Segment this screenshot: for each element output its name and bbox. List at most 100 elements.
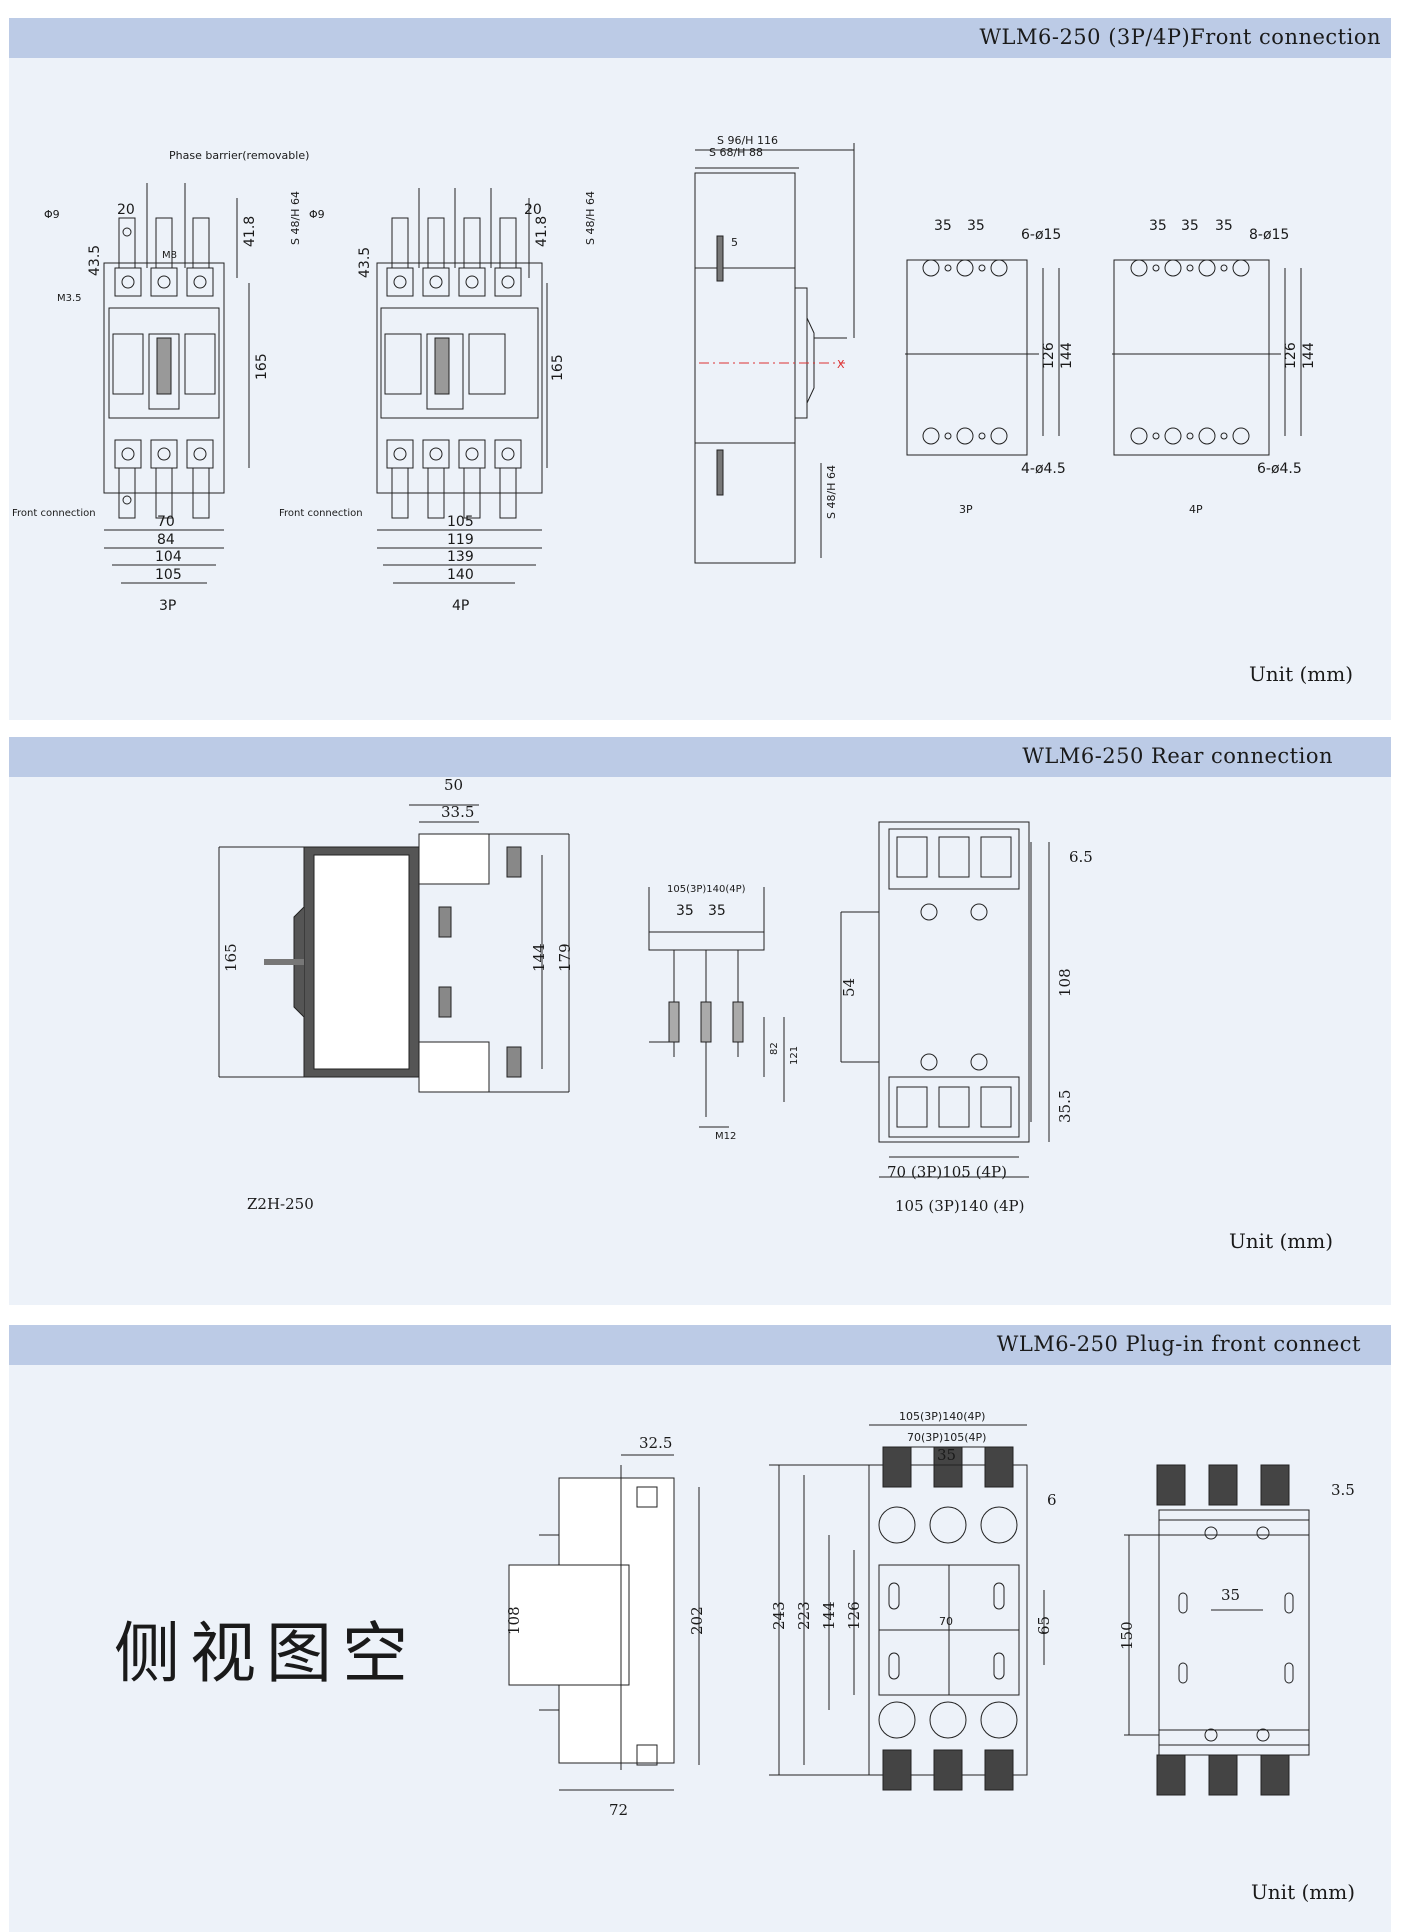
front-connection-drawing: Phase barrier(removable) Φ9 20 43.5 41.8… [12, 134, 1317, 614]
dim-phi9: Φ9 [44, 208, 60, 221]
hole-label-4p: 4P [1189, 503, 1203, 516]
dim-121: 121 [789, 1046, 800, 1065]
dim-84: 84 [157, 532, 175, 548]
dim-20-4p: 20 [524, 202, 542, 218]
dim-m8: M8 [162, 250, 177, 261]
dim-105-140-plug: 105(3P)140(4P) [899, 1410, 985, 1423]
dim-165-4p: 165 [550, 354, 566, 381]
label-3p: 3P [159, 598, 176, 614]
dim-35-plug: 35 [937, 1446, 956, 1464]
dim-223: 223 [795, 1601, 813, 1630]
plug-in-side-view [508, 1454, 700, 1791]
dim-70-105-plug: 70(3P)105(4P) [907, 1431, 986, 1444]
hole-pattern-4p [1112, 259, 1302, 456]
phase-barrier-label: Phase barrier(removable) [169, 149, 309, 162]
dim-s48h64: S 48/H 64 [289, 191, 302, 245]
dim-144: 144 [1059, 342, 1075, 369]
rear-front-view [840, 821, 1050, 1178]
dim-6: 6 [1047, 1491, 1057, 1509]
hole-pattern-3p [905, 259, 1060, 456]
label-4p: 4P [452, 598, 469, 614]
dim-82: 82 [769, 1042, 780, 1055]
dim-m3-5: M3.5 [57, 293, 82, 304]
dim-s48h64-side: S 48/H 64 [825, 465, 838, 519]
dim-20: 20 [117, 202, 135, 218]
unit-label: Unit (mm) [1228, 1229, 1333, 1253]
dim-165-rear: 165 [222, 943, 240, 972]
front-side-view [694, 143, 855, 564]
dim-s48h64-4p: S 48/H 64 [584, 191, 597, 245]
plug-in-rear-view [1124, 1464, 1310, 1796]
unit-label: Unit (mm) [1248, 662, 1353, 686]
dim-70-105: 70 (3P)105 (4P) [887, 1163, 1007, 1181]
dim-35-4p-a: 35 [1149, 218, 1167, 234]
model-z2h-250: Z2H-250 [247, 1195, 314, 1213]
dim-32-5: 32.5 [639, 1434, 672, 1452]
dim-phi9-4p: Φ9 [309, 208, 325, 221]
dim-105-140-b: 105 (3P)140 (4P) [895, 1197, 1024, 1215]
dim-s96h116: S 96/H 116 [717, 134, 778, 147]
rear-stud-labels: 105(3P)140(4P) 35 35 82 121 M12 [667, 884, 800, 1142]
section-rear-connection: WLM6-250 Rear connection Unit (mm) 50 33… [9, 737, 1391, 1305]
dim-50: 50 [444, 776, 463, 794]
dim-202: 202 [688, 1606, 706, 1635]
dim-43-5-4p: 43.5 [357, 247, 373, 278]
dim-54: 54 [840, 978, 858, 997]
hole-pattern-4p-labels: 35 35 35 8-ø15 6-ø4.5 126 144 4P [1149, 218, 1317, 516]
hole-pattern-3p-labels: 35 35 6-ø15 4-ø4.5 126 144 3P [934, 218, 1075, 516]
dim-105-140: 105(3P)140(4P) [667, 884, 746, 895]
dim-72: 72 [609, 1801, 628, 1819]
dim-35-b: 35 [967, 218, 985, 234]
dim-126: 126 [1041, 342, 1057, 369]
rear-front-labels: 6.5 54 108 35.5 70 (3P)105 (4P) 105 (3P)… [840, 848, 1093, 1215]
dim-144-4p: 144 [1301, 342, 1317, 369]
section-header: WLM6-250 Rear connection [9, 737, 1391, 777]
dim-179: 179 [556, 943, 574, 972]
dim-105-4p: 105 [447, 514, 474, 530]
section-plug-in-front: WLM6-250 Plug-in front connect Unit (mm)… [9, 1325, 1391, 1932]
dim-35-4p-c: 35 [1215, 218, 1233, 234]
rear-stud-view [648, 887, 785, 1128]
dim-139: 139 [447, 549, 474, 565]
plug-in-rear-labels: 3.5 35 150 [1118, 1481, 1355, 1650]
dim-126-4p: 126 [1283, 342, 1299, 369]
section-title: WLM6-250 Rear connection [1022, 744, 1333, 768]
section-front-connection: WLM6-250 (3P/4P)Front connection Unit (m… [9, 18, 1391, 720]
dim-3-5: 3.5 [1331, 1481, 1355, 1499]
dim-35-4p-b: 35 [1181, 218, 1199, 234]
section-header: WLM6-250 (3P/4P)Front connection [9, 18, 1391, 58]
dim-6-5: 6.5 [1069, 848, 1093, 866]
dim-35-5: 35.5 [1056, 1090, 1074, 1123]
front-connection-label-4p: Front connection [279, 508, 363, 519]
dim-150: 150 [1118, 1621, 1136, 1650]
dim-43-5: 43.5 [87, 245, 103, 276]
axis-x-label: X [837, 358, 845, 371]
dim-5: 5 [731, 236, 738, 249]
dim-35-rear-b: 35 [708, 903, 726, 919]
plug-in-front-view [769, 1424, 1045, 1791]
dim-8-phi15: 8-ø15 [1249, 227, 1289, 243]
dim-165: 165 [254, 353, 270, 380]
dim-243: 243 [770, 1601, 788, 1630]
section-title: WLM6-250 Plug-in front connect [996, 1332, 1361, 1356]
front-3p-labels: Phase barrier(removable) Φ9 20 43.5 41.8… [12, 149, 309, 614]
section-header: WLM6-250 Plug-in front connect [9, 1325, 1391, 1365]
plug-in-side-labels: 32.5 108 202 72 [505, 1434, 706, 1819]
dim-108-rear: 108 [1056, 968, 1074, 997]
dim-6-phi15: 6-ø15 [1021, 227, 1061, 243]
dim-108-plug: 108 [505, 1606, 523, 1635]
front-side-labels: S 96/H 116 S 68/H 88 5 X S 48/H 64 [709, 134, 845, 519]
dim-119: 119 [447, 532, 474, 548]
dim-41-8: 41.8 [242, 216, 258, 247]
unit-label: Unit (mm) [1250, 1880, 1355, 1904]
dim-4-phi4-5: 4-ø4.5 [1021, 461, 1066, 477]
dim-35-rear-a: 35 [676, 903, 694, 919]
dim-m12: M12 [715, 1131, 736, 1142]
rear-side-view [218, 804, 570, 1093]
dim-144-rear: 144 [530, 943, 548, 972]
dim-70: 70 [157, 514, 175, 530]
dim-144-plug: 144 [820, 1601, 838, 1630]
plug-in-front-labels: 105(3P)140(4P) 70(3P)105(4P) 35 6 243 22… [770, 1410, 1057, 1635]
dim-140: 140 [447, 567, 474, 583]
dim-s68h88: S 68/H 88 [709, 146, 763, 159]
